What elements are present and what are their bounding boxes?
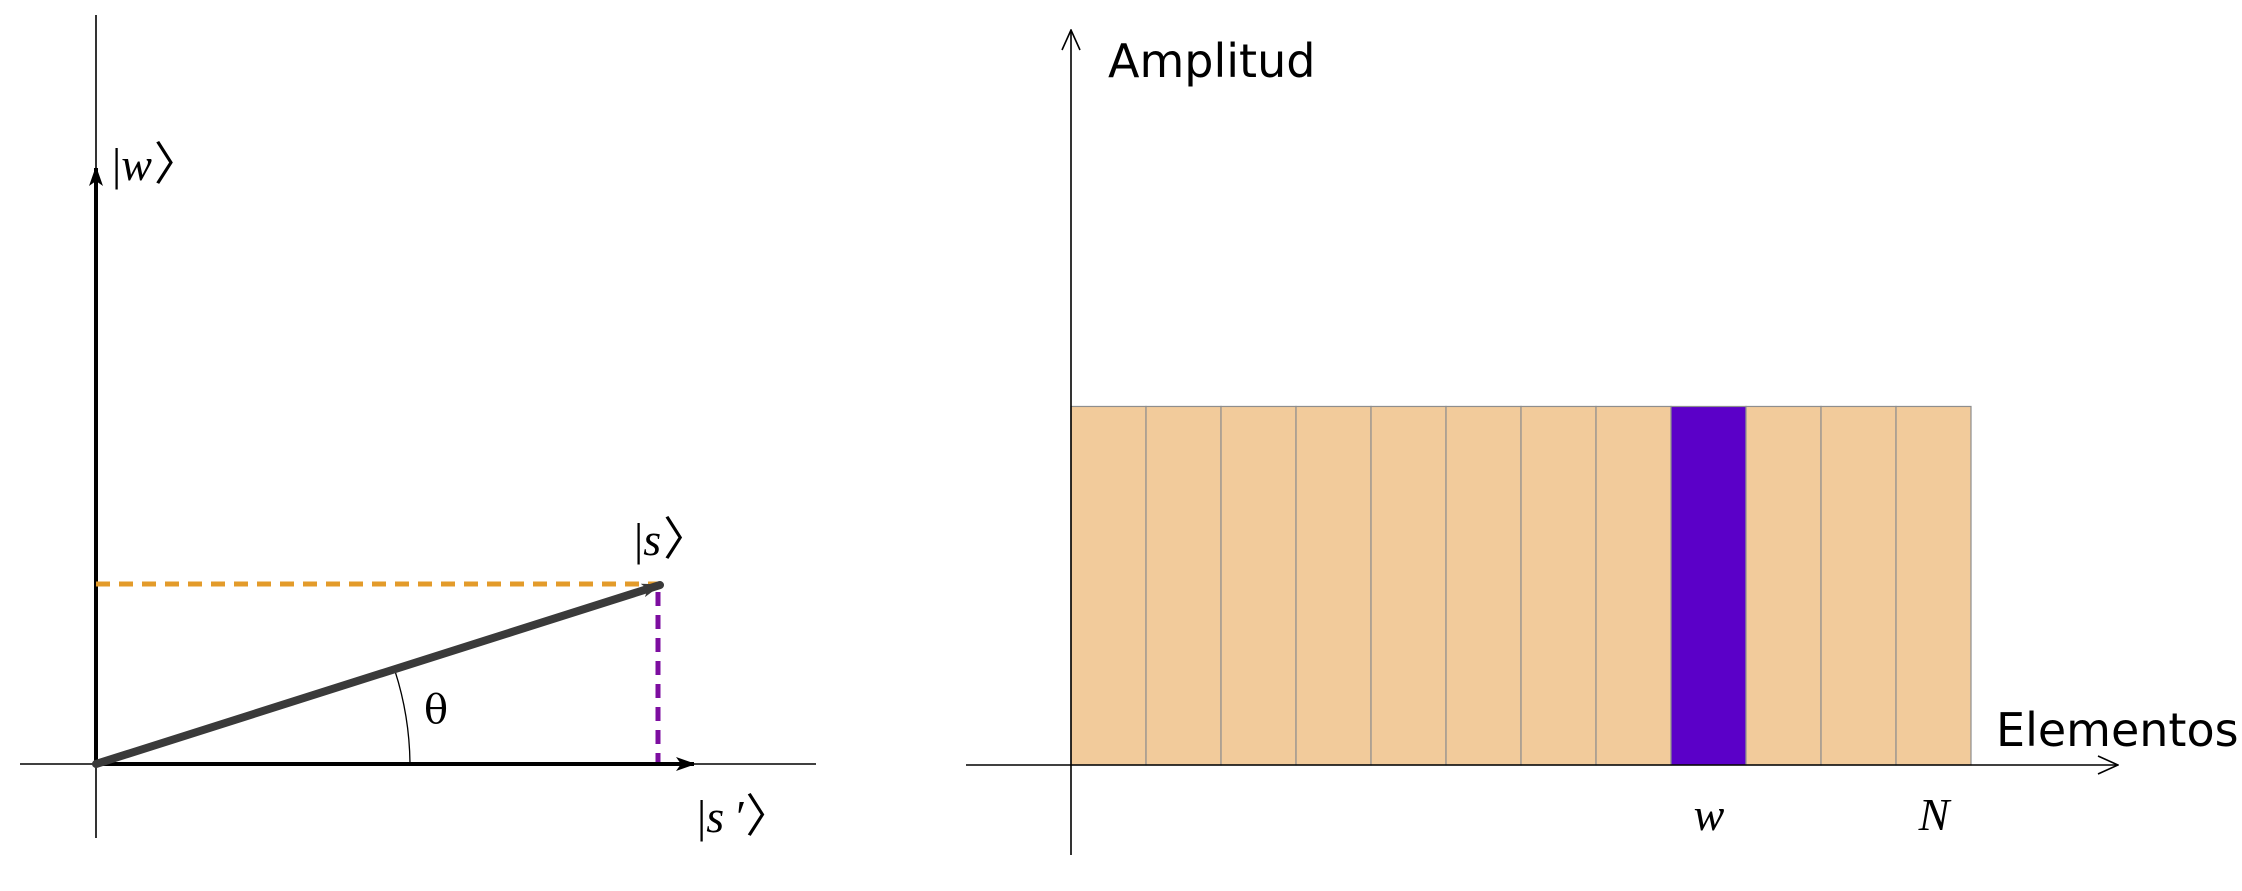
ket-angle: 〉 — [663, 514, 709, 565]
s-prime-ket-label: |s ′〉 — [697, 791, 791, 842]
ket-symbol: w — [121, 139, 152, 190]
ket-bar: | — [634, 514, 643, 565]
ket-bar: | — [697, 791, 706, 842]
ket-symbol: s — [643, 514, 661, 565]
bar-element-1 — [1070, 405, 1147, 766]
last-element-label: N — [1918, 789, 1952, 840]
ket-bar: | — [112, 139, 121, 190]
y-axis-label: Amplitud — [1108, 34, 1315, 88]
theta-arc — [394, 670, 411, 765]
bar-element-8 — [1595, 405, 1672, 766]
bar-element-11 — [1820, 405, 1897, 766]
x-axis-label: Elementos — [1996, 703, 2239, 757]
bar-element-10 — [1745, 405, 1822, 766]
bar-element-2 — [1145, 405, 1222, 766]
bar-element-4 — [1295, 405, 1372, 766]
bar-marked-element — [1670, 405, 1747, 766]
bar-element-7 — [1520, 405, 1597, 766]
amplitude-chart: Amplitud Elementos w N — [966, 30, 2239, 855]
vector-diagram: |w〉 |s〉 |s ′〉 θ — [20, 15, 816, 842]
bars-group — [1070, 405, 1972, 766]
bar-element-6 — [1445, 405, 1522, 766]
ket-angle: 〉 — [154, 139, 200, 190]
bar-element-3 — [1220, 405, 1297, 766]
bar-element-5 — [1370, 405, 1447, 766]
w-ket-label: |w〉 — [112, 139, 200, 190]
theta-label: θ — [424, 687, 448, 733]
s-state-vector — [92, 581, 664, 768]
ket-symbol: s ′ — [706, 791, 744, 842]
bar-element-12 — [1895, 405, 1972, 766]
marked-element-label: w — [1694, 789, 1725, 840]
ket-angle: 〉 — [745, 791, 791, 842]
s-ket-label: |s〉 — [634, 514, 709, 565]
